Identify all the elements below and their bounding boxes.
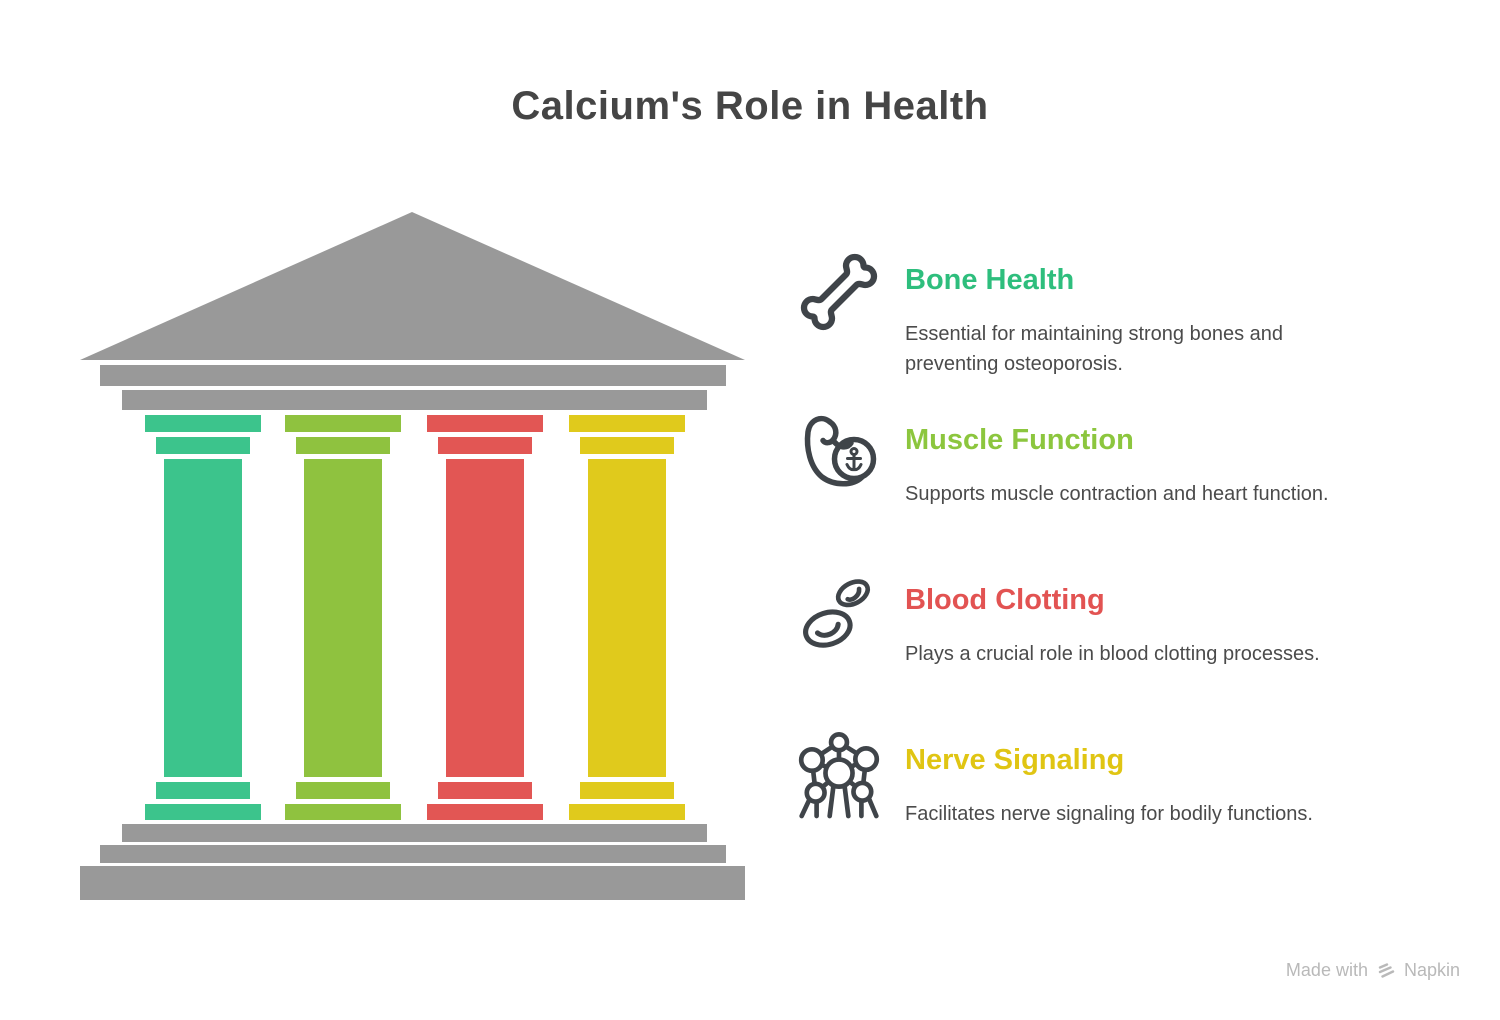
list-item-muscle-function: Muscle Function Supports muscle contract… [797, 410, 1357, 509]
temple-step-2 [100, 845, 726, 863]
temple-step-1 [122, 824, 707, 842]
temple-entablature-2 [122, 390, 707, 410]
list-item-nerve-signaling: Nerve Signaling Facilitates nerve signal… [797, 730, 1357, 829]
made-with-napkin-link[interactable]: Made with Napkin [1286, 960, 1460, 981]
made-with-label: Made with [1285, 960, 1368, 980]
list-item-blood-clotting: Blood Clotting Plays a crucial role in b… [797, 570, 1357, 669]
item-title: Bone Health [905, 264, 1075, 296]
nerve-network-icon [797, 730, 881, 824]
item-text: Muscle Function Supports muscle contract… [905, 410, 1357, 509]
muscle-icon [797, 410, 881, 504]
item-description: Plays a crucial role in blood clotting p… [905, 643, 1320, 665]
item-title: Blood Clotting [905, 584, 1105, 616]
item-text: Blood Clotting Plays a crucial role in b… [905, 570, 1357, 669]
item-title: Nerve Signaling [905, 744, 1125, 776]
item-description: Supports muscle contraction and heart fu… [905, 483, 1329, 505]
item-title: Muscle Function [905, 424, 1134, 456]
item-description: Facilitates nerve signaling for bodily f… [905, 803, 1313, 825]
pillar-bone-health [143, 413, 263, 822]
blood-cells-icon [797, 570, 881, 664]
temple-roof [80, 212, 745, 360]
list-item-bone-health: Bone Health Essential for maintaining st… [797, 250, 1357, 379]
napkin-brand-label: Napkin [1403, 960, 1460, 980]
temple-step-3 [80, 866, 745, 900]
pillar-blood-clotting [425, 413, 545, 822]
bone-icon [797, 250, 881, 344]
temple-illustration [80, 212, 745, 900]
temple-entablature-1 [100, 365, 726, 386]
page-title: Calcium's Role in Health [511, 84, 989, 128]
item-description: Essential for maintaining strong bones a… [905, 323, 1284, 375]
item-text: Bone Health Essential for maintaining st… [905, 250, 1357, 379]
pillar-nerve-signaling [567, 413, 687, 822]
item-text: Nerve Signaling Facilitates nerve signal… [905, 730, 1357, 829]
pillar-muscle-function [283, 413, 403, 822]
napkin-logo-icon [1378, 962, 1395, 978]
